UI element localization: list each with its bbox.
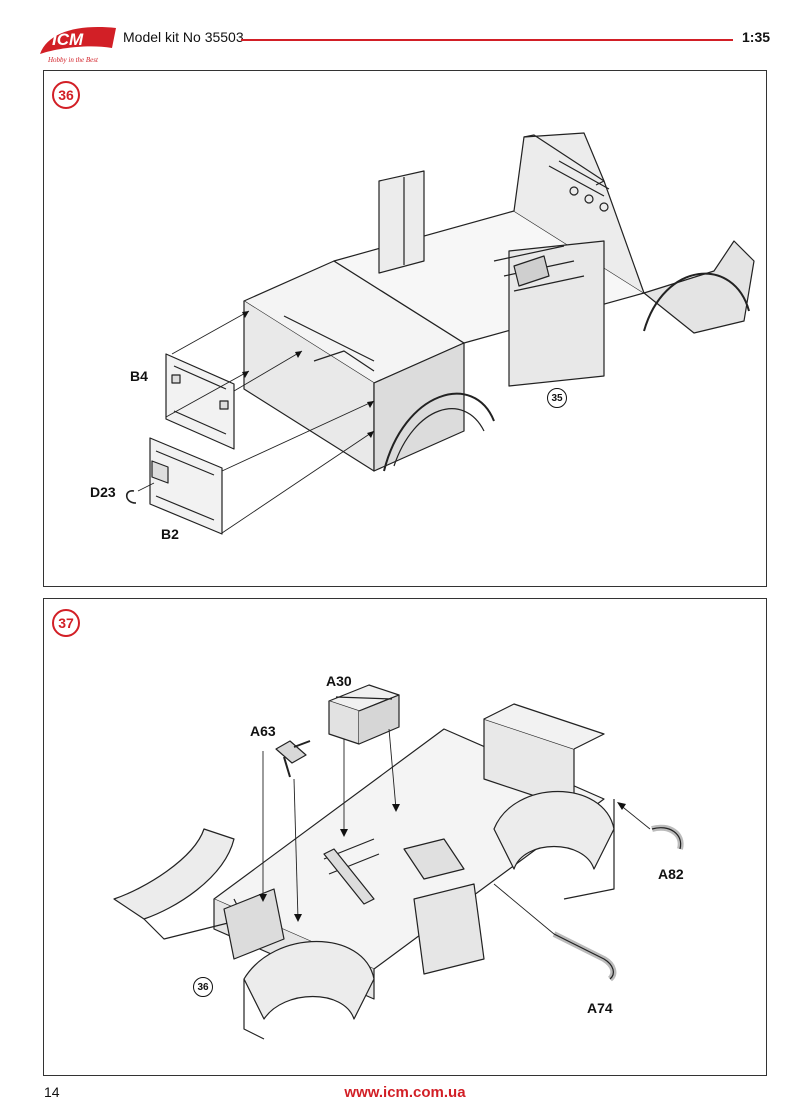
part-label-d23: D23 bbox=[90, 484, 116, 500]
kit-title: Model kit No 35503 bbox=[123, 29, 244, 45]
part-label-a30: A30 bbox=[326, 673, 352, 689]
logo-tagline: Hobby in the Best bbox=[47, 56, 99, 64]
step-panel-37: 37 bbox=[43, 598, 767, 1076]
reference-step-badge: 35 bbox=[547, 388, 567, 408]
assembly-drawing-step-37 bbox=[113, 684, 684, 1040]
page-number: 14 bbox=[44, 1084, 60, 1100]
header-divider bbox=[241, 39, 733, 41]
scale-label: 1:35 bbox=[742, 29, 771, 45]
page-header: ICM Hobby in the Best Model kit No 35503… bbox=[0, 0, 810, 66]
website-link[interactable]: www.icm.com.ua bbox=[344, 1084, 466, 1101]
part-label-b2: B2 bbox=[161, 526, 179, 542]
step-panel-36: 36 bbox=[43, 70, 767, 587]
part-label-a82: A82 bbox=[658, 866, 684, 882]
assembly-drawing-step-36 bbox=[125, 132, 755, 535]
part-label-b4: B4 bbox=[130, 368, 148, 384]
step-number-badge: 37 bbox=[52, 609, 80, 637]
step-number-badge: 36 bbox=[52, 81, 80, 109]
reference-step-badge: 36 bbox=[193, 977, 213, 997]
part-label-a74: A74 bbox=[587, 1000, 613, 1016]
logo-wordmark: ICM bbox=[52, 30, 84, 49]
icm-logo: ICM Hobby in the Best bbox=[40, 27, 116, 64]
part-label-a63: A63 bbox=[250, 723, 276, 739]
